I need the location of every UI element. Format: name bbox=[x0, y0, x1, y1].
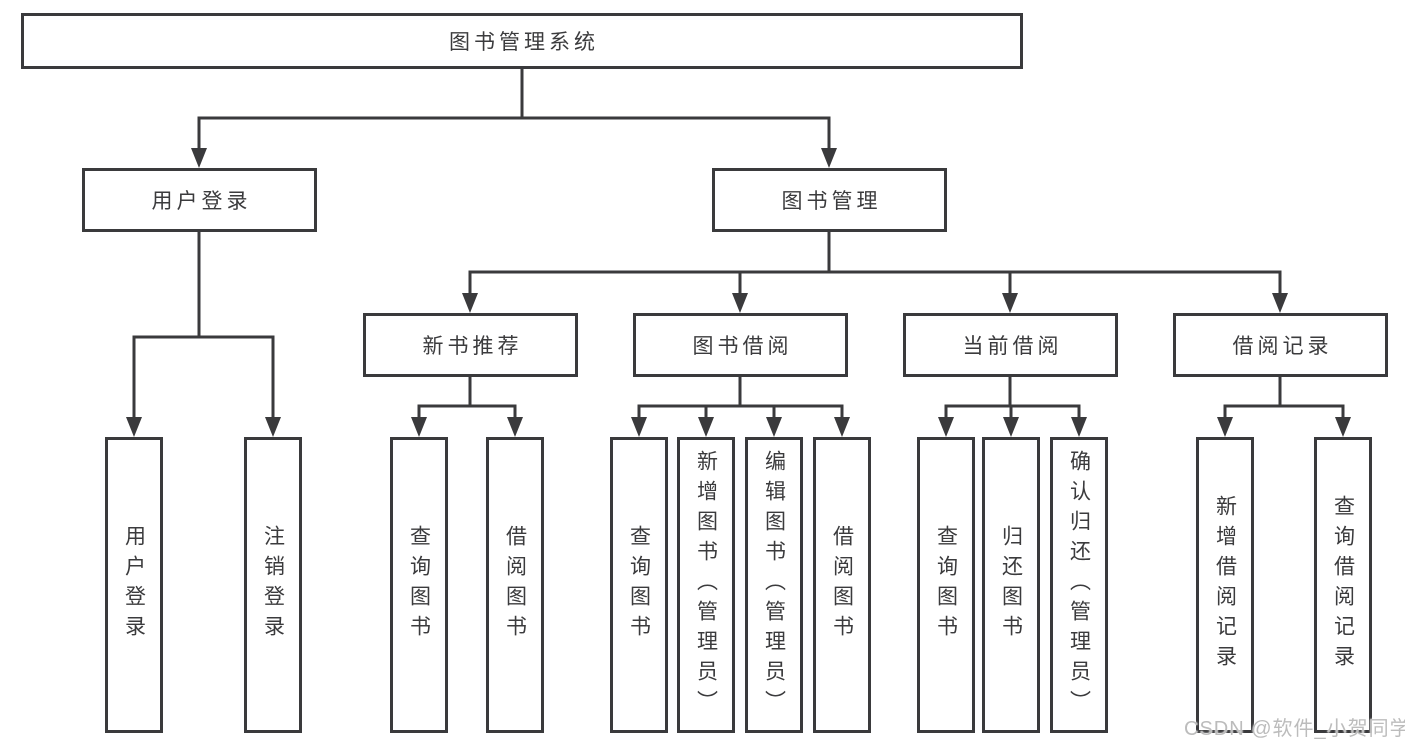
leaf-logout: 注销登录 bbox=[244, 437, 302, 733]
node-borrowing-records: 借阅记录 bbox=[1173, 313, 1388, 377]
leaf-return-books: 归还图书 bbox=[982, 437, 1040, 733]
leaf-query-borrow-record: 查询借阅记录 bbox=[1314, 437, 1372, 733]
leaf-borrow-books-borrowing: 借阅图书 bbox=[813, 437, 871, 733]
leaf-confirm-return-admin: 确认归还（管理员） bbox=[1050, 437, 1108, 733]
leaf-query-books-current: 查询图书 bbox=[917, 437, 975, 733]
leaf-query-books-recommend: 查询图书 bbox=[390, 437, 448, 733]
node-book-management: 图书管理 bbox=[712, 168, 947, 232]
leaf-add-books-admin: 新增图书（管理员） bbox=[677, 437, 735, 733]
leaf-add-borrow-record: 新增借阅记录 bbox=[1196, 437, 1254, 733]
leaf-user-login: 用户登录 bbox=[105, 437, 163, 733]
node-library-management-system: 图书管理系统 bbox=[21, 13, 1023, 69]
node-new-book-recommendation: 新书推荐 bbox=[363, 313, 578, 377]
leaf-borrow-books-recommend: 借阅图书 bbox=[486, 437, 544, 733]
leaf-query-books-borrowing: 查询图书 bbox=[610, 437, 668, 733]
csdn-watermark: CSDN @软件_小贺同学 bbox=[1184, 718, 1405, 740]
node-current-borrowing: 当前借阅 bbox=[903, 313, 1118, 377]
leaf-edit-books-admin: 编辑图书（管理员） bbox=[745, 437, 803, 733]
node-user-login: 用户登录 bbox=[82, 168, 317, 232]
node-book-borrowing: 图书借阅 bbox=[633, 313, 848, 377]
